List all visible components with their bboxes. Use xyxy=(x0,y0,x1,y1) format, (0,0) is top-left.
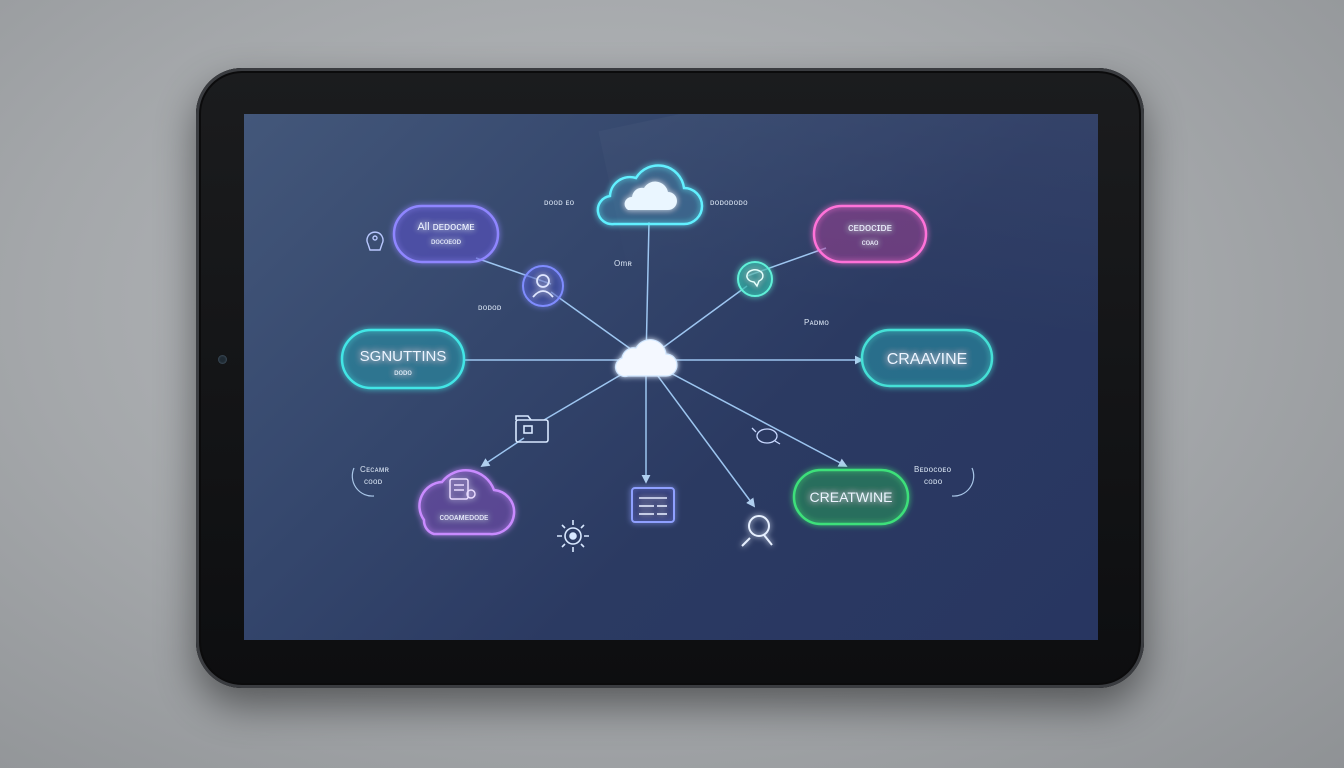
pin-icon[interactable] xyxy=(741,515,773,547)
node-top-left[interactable]: All ᴅᴇᴅᴏᴄᴍᴇ ᴅᴏᴄᴏᴇᴏᴅ xyxy=(392,204,500,264)
tablet-screen: All ᴅᴇᴅᴏᴄᴍᴇ ᴅᴏᴄᴏᴇᴏᴅ ᴄᴇᴅᴏᴄɪᴅᴇ ᴄᴏᴀᴏ SGNUTT… xyxy=(244,114,1098,640)
tag-icon xyxy=(366,231,384,251)
cloud-icon[interactable] xyxy=(596,164,704,226)
cloud-icon[interactable] xyxy=(614,339,678,378)
document-icon[interactable] xyxy=(631,487,675,523)
side-arc-left xyxy=(351,467,375,497)
node-bottom-left[interactable]: ᴄᴏᴏᴀᴍᴇᴅᴏᴅᴇ xyxy=(418,469,516,536)
label-top-cloud-left: ᴅᴏᴏᴅ ᴇᴏ xyxy=(544,198,575,207)
node-mid-left-line2: ᴅᴏᴅᴏ xyxy=(394,368,412,377)
node-mid-right-line1: CRAAVINE xyxy=(887,351,968,368)
user-icon[interactable] xyxy=(522,265,564,307)
node-bottom-left-line1: ᴄᴏᴏᴀᴍᴇᴅᴏᴅᴇ xyxy=(440,512,489,522)
front-camera xyxy=(218,355,227,364)
tag-icon xyxy=(751,427,781,445)
gear-icon[interactable] xyxy=(557,520,589,552)
label-bottom-right-side-1: Bᴇᴅᴏᴄᴏᴇᴏ xyxy=(914,465,952,474)
mind-map-diagram: All ᴅᴇᴅᴏᴄᴍᴇ ᴅᴏᴄᴏᴇᴏᴅ ᴄᴇᴅᴏᴄɪᴅᴇ ᴄᴏᴀᴏ SGNUTT… xyxy=(340,164,994,552)
node-mid-left-line1: SGNUTTINS xyxy=(360,348,447,365)
label-top-cloud-right: ᴅᴏᴅᴏᴅᴏᴅᴏ xyxy=(710,198,748,207)
line-to-top-cloud xyxy=(645,221,650,361)
node-bottom-right[interactable]: CREATWINE xyxy=(792,468,910,526)
node-top-right-line2: ᴄᴏᴀᴏ xyxy=(862,238,879,247)
node-bottom-right-line1: CREATWINE xyxy=(810,489,893,505)
label-bottom-left-side-2: ᴄᴏᴏᴅ xyxy=(364,477,383,486)
label-left-mid: ᴅᴏᴅᴏᴅ xyxy=(478,303,502,312)
tablet-device: All ᴅᴇᴅᴏᴄᴍᴇ ᴅᴏᴄᴏᴇᴏᴅ ᴄᴇᴅᴏᴄɪᴅᴇ ᴄᴏᴀᴏ SGNUTT… xyxy=(196,68,1144,688)
label-bottom-right-side-2: ᴄᴏᴅᴏ xyxy=(924,477,943,486)
node-top-right[interactable]: ᴄᴇᴅᴏᴄɪᴅᴇ ᴄᴏᴀᴏ xyxy=(812,204,928,264)
chat-icon[interactable] xyxy=(737,261,773,297)
node-top-right-line1: ᴄᴇᴅᴏᴄɪᴅᴇ xyxy=(848,222,892,234)
label-mid-top: Omʀ xyxy=(614,259,632,268)
side-arc-right xyxy=(951,467,975,497)
node-mid-left[interactable]: SGNUTTINS ᴅᴏᴅᴏ xyxy=(340,328,466,390)
node-mid-right[interactable]: CRAAVINE xyxy=(860,328,994,388)
node-top-left-line1: All ᴅᴇᴅᴏᴄᴍᴇ xyxy=(417,221,474,233)
line-to-bottom-right xyxy=(645,359,848,467)
document-icon xyxy=(449,478,476,500)
folder-icon[interactable] xyxy=(515,415,549,443)
node-top-left-line2: ᴅᴏᴄᴏᴇᴏᴅ xyxy=(431,237,462,246)
label-right-mid: Pᴀᴅᴍᴏ xyxy=(804,318,829,327)
line-to-pin xyxy=(645,359,756,508)
label-bottom-left-side-1: Cᴇᴄᴀᴍʀ xyxy=(360,465,390,474)
